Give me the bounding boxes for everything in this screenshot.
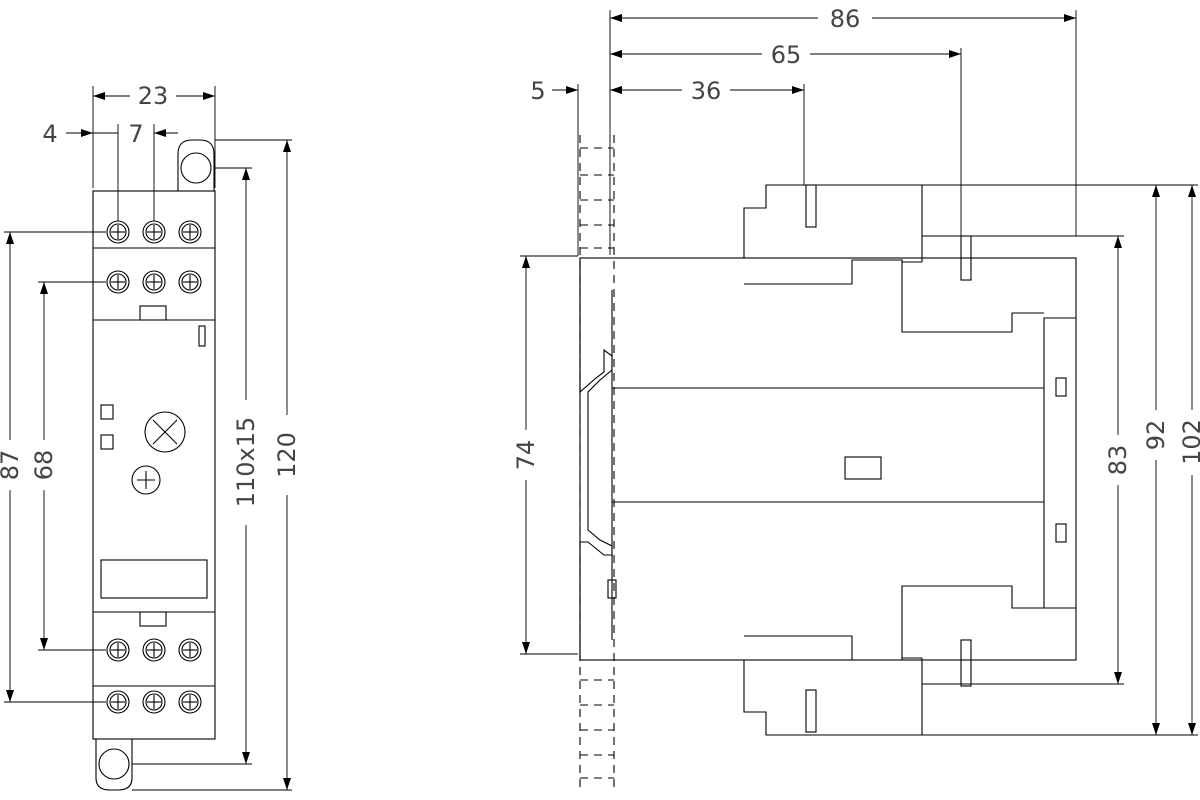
dim-height-total-side: 102: [1178, 419, 1200, 465]
front-view: 23 4 7 120 110x15 87: [0, 82, 301, 791]
dim-terminal-pitch: 7: [128, 120, 143, 148]
dim-rail-height: 74: [512, 440, 540, 471]
dim-height-terminals: 92: [1142, 420, 1170, 451]
dim-inner-terminal-span: 68: [30, 450, 58, 481]
dim-outer-terminal-span: 87: [0, 450, 24, 481]
dim-width-total: 23: [138, 82, 169, 110]
dim-height-body: 83: [1104, 445, 1132, 476]
dim-depth-housing: 65: [771, 41, 802, 69]
dim-height-total: 120: [273, 432, 301, 478]
dim-rail-offset: 5: [530, 77, 545, 105]
dim-offset-left: 4: [42, 120, 57, 148]
dim-mounting-slot: 110x15: [232, 417, 260, 508]
side-view: 86 65 36 5 74 83: [512, 5, 1200, 790]
dim-depth-total: 86: [830, 5, 861, 33]
dim-depth-terminal: 36: [691, 77, 722, 105]
